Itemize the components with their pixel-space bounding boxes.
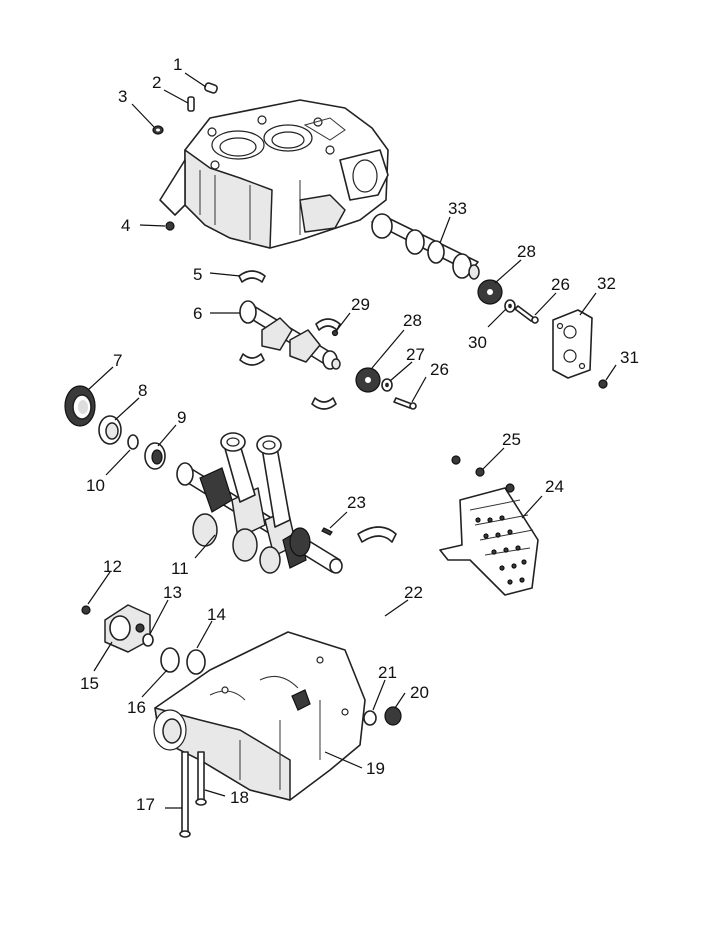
callout-11: 11	[171, 559, 189, 578]
key-23	[321, 527, 333, 536]
crankshaft	[176, 432, 343, 574]
bolt-26-lower	[393, 397, 417, 410]
callout-5: 5	[193, 265, 202, 284]
callout-1: 1	[173, 55, 182, 74]
callout-26-lower: 26	[430, 360, 449, 379]
oil-pump	[104, 604, 151, 653]
upper-crankcase	[159, 99, 389, 249]
callout-32: 32	[597, 274, 616, 293]
oil-seal-7	[64, 385, 96, 427]
callout-9: 9	[177, 408, 186, 427]
plug-16	[160, 647, 180, 673]
balance-shaft	[239, 300, 341, 370]
washer-30	[504, 299, 516, 313]
bolt-12	[81, 605, 91, 615]
callout-31: 31	[620, 348, 639, 367]
bearing-half-balance-lower-left	[239, 353, 265, 366]
plug-4	[165, 221, 175, 231]
key-29	[331, 329, 339, 337]
callout-17: 17	[136, 795, 155, 814]
callout-15: 15	[80, 674, 99, 693]
bolt-17	[179, 751, 191, 838]
callout-18: 18	[230, 788, 249, 807]
callout-labels: 1 2 3 4 5 6 7 8 9 10 11 12 13 14 15 16 1…	[80, 55, 639, 814]
washer-21	[363, 710, 377, 726]
callout-24: 24	[545, 477, 564, 496]
bearing-9	[144, 442, 166, 470]
cover-plate	[552, 309, 593, 379]
bearing-8	[98, 415, 122, 445]
callout-27: 27	[406, 345, 425, 364]
callout-14: 14	[207, 605, 226, 624]
callout-3: 3	[118, 87, 127, 106]
callout-8: 8	[138, 381, 147, 400]
bearing-half-5	[238, 270, 266, 283]
o-ring-13	[142, 633, 154, 647]
callout-7: 7	[113, 351, 122, 370]
pin-2	[187, 96, 195, 112]
o-ring-3	[152, 125, 164, 135]
callout-4: 4	[121, 216, 130, 235]
callout-19: 19	[366, 759, 385, 778]
washer-27	[381, 378, 393, 392]
callout-20: 20	[410, 683, 429, 702]
callout-22: 22	[404, 583, 423, 602]
balance-gear	[355, 367, 381, 393]
callout-13: 13	[163, 583, 182, 602]
cam-gear	[477, 279, 503, 305]
bolt-18	[195, 751, 207, 806]
callout-10: 10	[86, 476, 105, 495]
callout-2: 2	[152, 73, 161, 92]
callout-25: 25	[502, 430, 521, 449]
bearing-half-balance-upper	[315, 318, 341, 331]
bolt-31	[598, 379, 608, 389]
bearing-half-balance-lower-right	[311, 397, 337, 410]
callout-29: 29	[351, 295, 370, 314]
bolts-25	[451, 455, 515, 493]
dowel-pin-1	[204, 82, 218, 94]
ring-14	[186, 649, 206, 675]
callout-23: 23	[347, 493, 366, 512]
bolt-26-upper	[514, 305, 539, 324]
ring-10	[127, 434, 139, 450]
callout-6: 6	[193, 304, 202, 323]
lower-crankcase	[153, 631, 366, 801]
callout-26-upper: 26	[551, 275, 570, 294]
callout-21: 21	[378, 663, 397, 682]
camshaft	[371, 213, 480, 280]
leader-lines	[87, 72, 617, 809]
callout-33: 33	[448, 199, 467, 218]
callout-28-lower: 28	[403, 311, 422, 330]
callout-16: 16	[127, 698, 146, 717]
baffle-plate	[439, 487, 539, 596]
callout-12: 12	[103, 557, 122, 576]
drain-plug-20	[384, 706, 402, 726]
bearing-half-crank	[357, 526, 397, 543]
callout-28-upper: 28	[517, 242, 536, 261]
callout-30: 30	[468, 333, 487, 352]
